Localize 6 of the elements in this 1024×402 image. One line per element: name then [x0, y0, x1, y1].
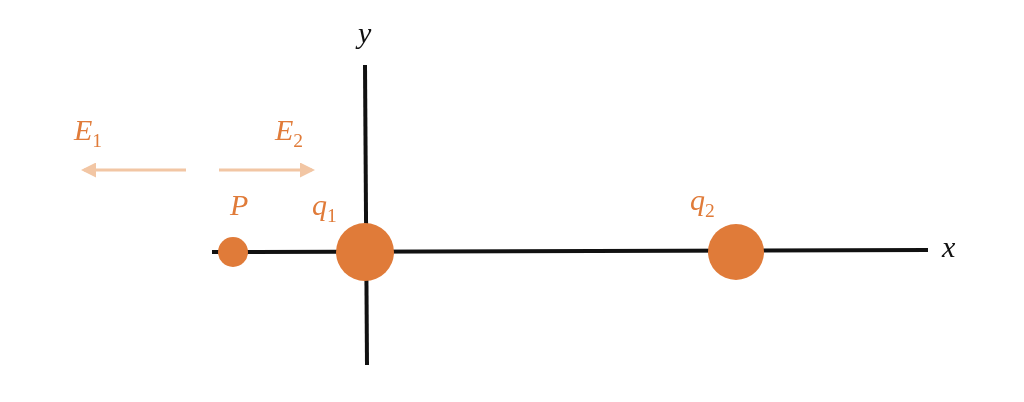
point-charge: q$_{1}$ [312, 190, 394, 281]
axis-label: x [942, 232, 956, 262]
field-label: E$_{2}$ [275, 115, 304, 151]
field-label: E$_{1}$ [74, 115, 103, 151]
point-charge: q$_{2}$ [690, 185, 764, 280]
point-charge: P [218, 190, 248, 267]
